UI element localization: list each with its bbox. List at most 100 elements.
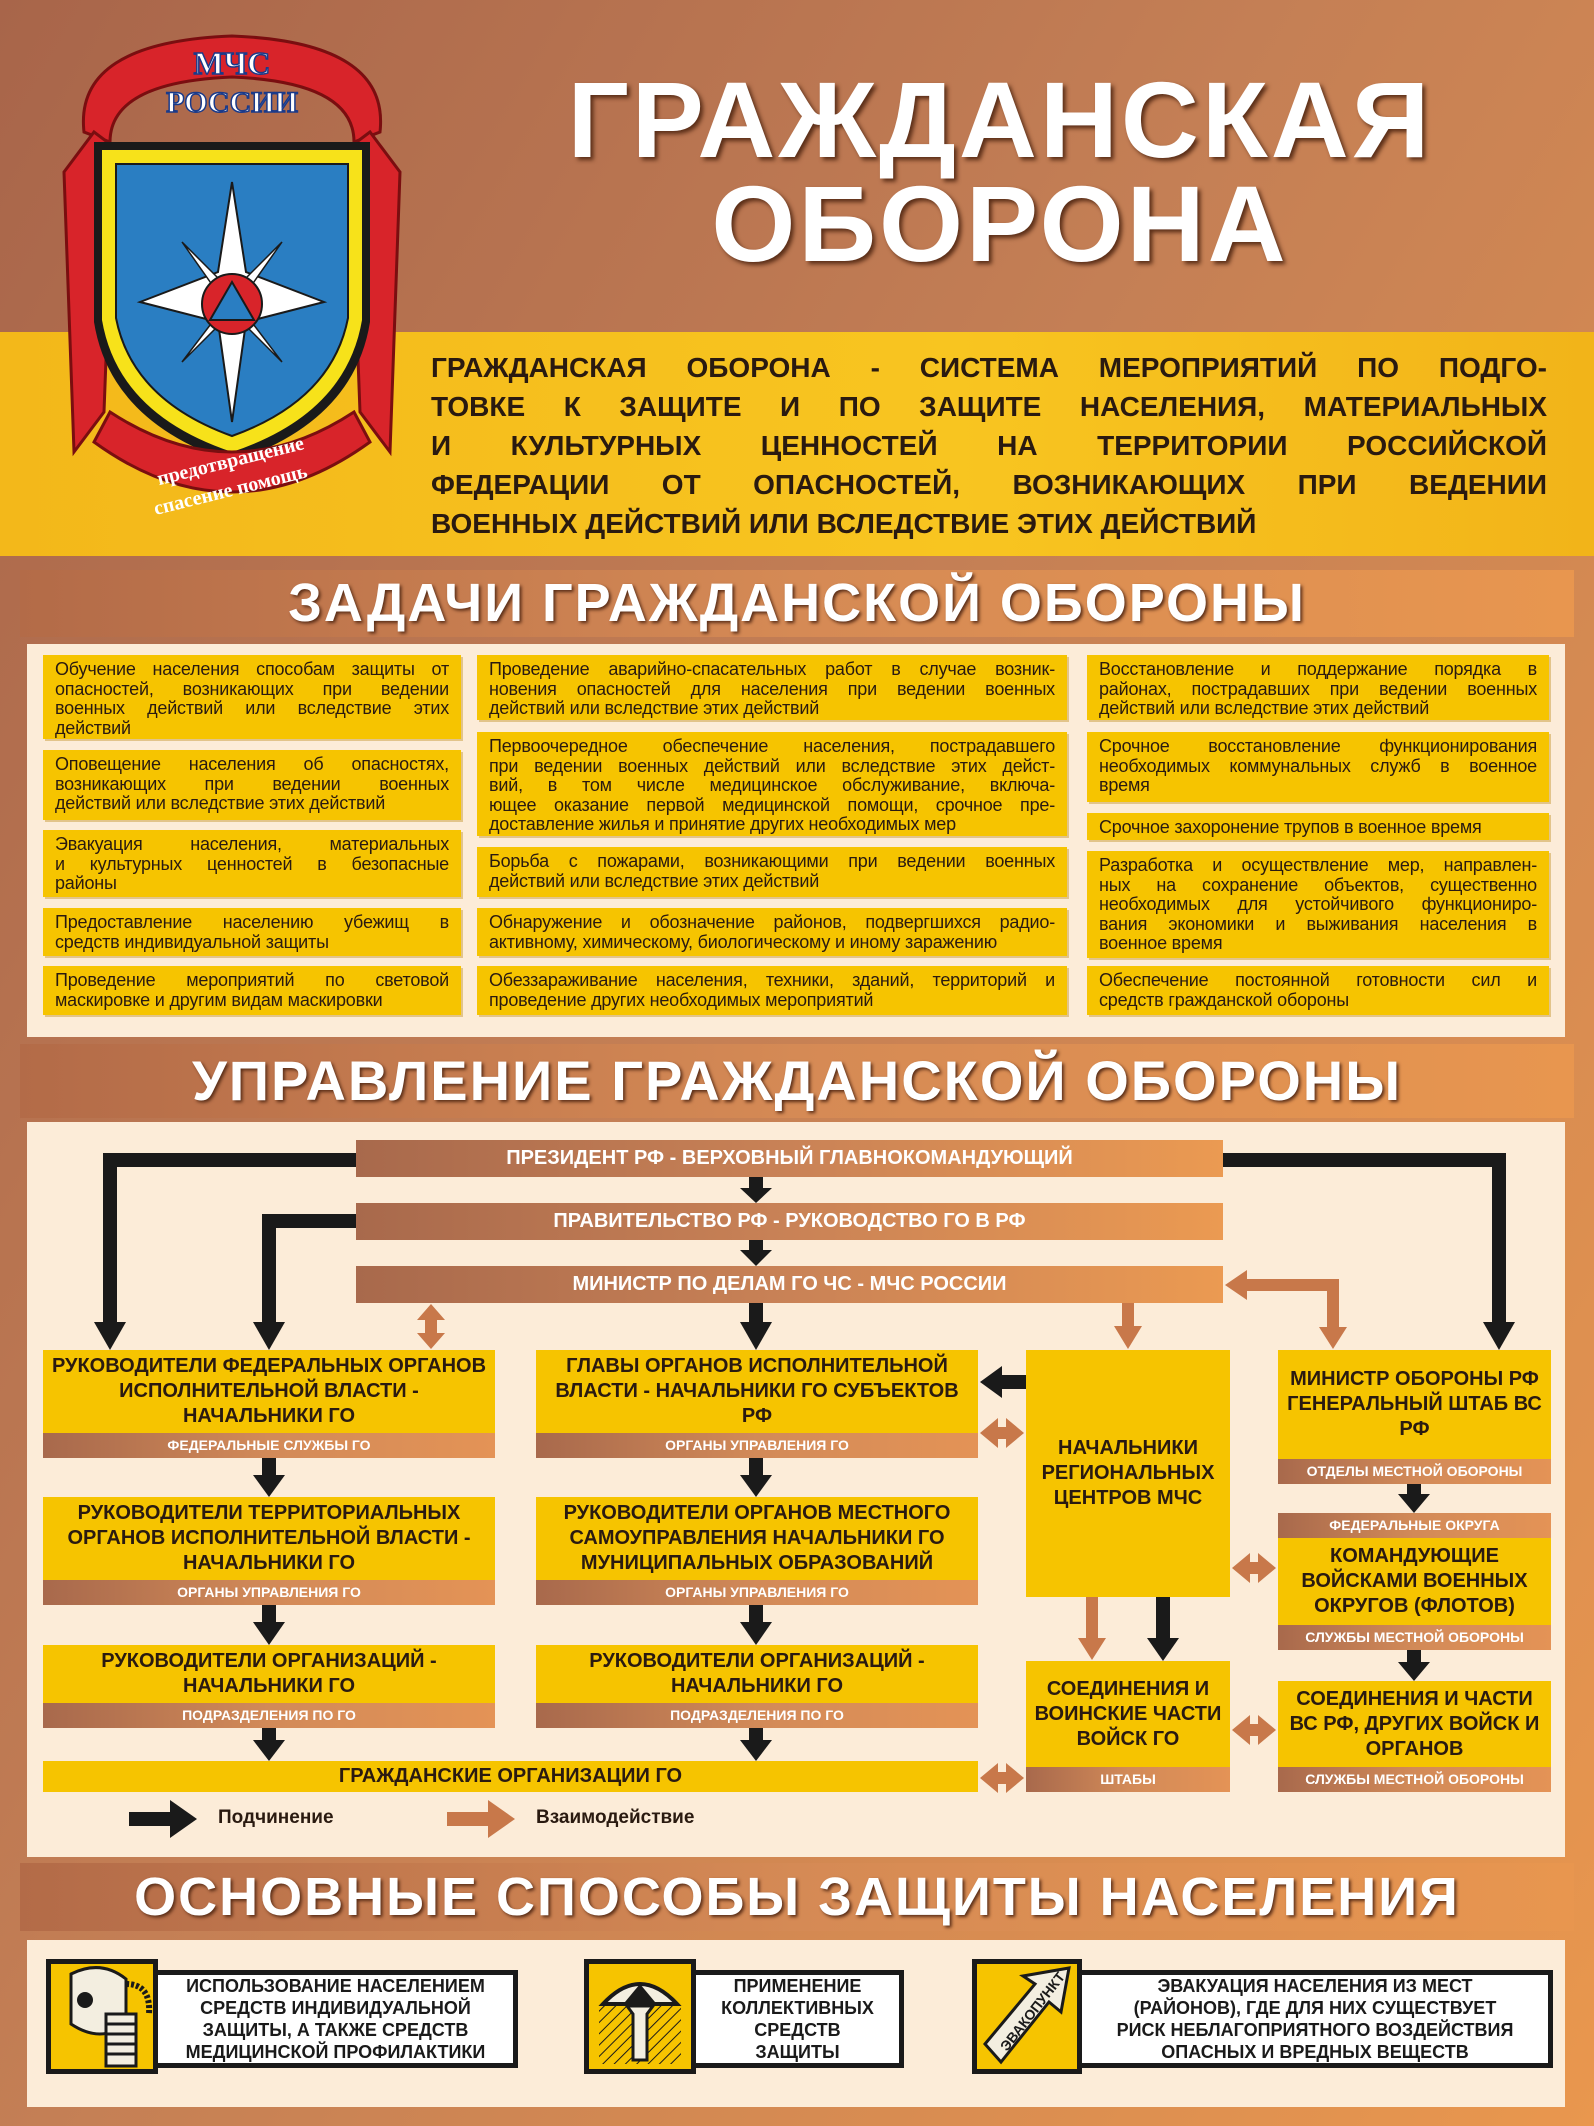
mchs-logo: МЧС РОССИИ предотвращение спасение помощ…	[62, 34, 402, 520]
task-line: необходимых для устойчивого функциониро-	[1099, 894, 1537, 914]
federal-heads-box: РУКОВОДИТЕЛИ ФЕДЕРАЛЬНЫХ ОРГАНОВ ИСПОЛНИ…	[43, 1350, 495, 1458]
definition-line: ТОВКЕ К ЗАЩИТЕ И ПО ЗАЩИТЕ НАСЕЛЕНИЯ, МА…	[431, 391, 1547, 422]
task-line: Обучение населения способам защиты от	[55, 659, 449, 679]
tasks-heading: ЗАДАЧИ ГРАЖДАНСКОЙ ОБОРОНЫ	[20, 570, 1574, 637]
subordination-lines	[103, 1153, 1506, 1744]
legend-interaction-arrow	[447, 1812, 489, 1826]
task-line: возникающих при ведении военных	[55, 773, 449, 794]
logo-text-top-2: РОССИИ	[166, 86, 298, 119]
task-line: время	[1099, 775, 1150, 795]
task-line: доставление жилья и принятие других необ…	[489, 814, 956, 834]
definition-line: ФЕДЕРАЦИИ ОТ ОПАСНОСТЕЙ, ВОЗНИКАЮЩИХ ПРИ…	[431, 469, 1547, 500]
task-line: Срочное захоронение трупов в военное вре…	[1099, 817, 1482, 837]
evacuation-sign-icon: ЭВАКОПУНКТ	[972, 1959, 1082, 2074]
task-line: действий или вследствие этих действий	[489, 698, 820, 718]
task-line: Проведение аварийно-спасательных работ в…	[489, 659, 1055, 679]
protection-heading: ОСНОВНЫЕ СПОСОБЫ ЗАЩИТЫ НАСЕЛЕНИЯ	[20, 1863, 1574, 1931]
gas-mask-icon	[46, 1959, 158, 2074]
page-title-line-1: ГРАЖДАНСКАЯ	[567, 59, 1433, 180]
org-heads-box-left: РУКОВОДИТЕЛИ ОРГАНИЗАЦИЙ - НАЧАЛЬНИКИ ГО…	[43, 1645, 495, 1728]
task-line: Разработка и осуществление мер, направле…	[1099, 855, 1537, 875]
org-heads-box-right: РУКОВОДИТЕЛИ ОРГАНИЗАЦИЙ - НАЧАЛЬНИКИ ГО…	[536, 1645, 978, 1728]
task-line: маскировке и другим видам маскировки	[55, 989, 383, 1010]
task-line: военных действий или вследствие этих	[55, 698, 449, 718]
minister-bar: МИНИСТР ПО ДЕЛАМ ГО ЧС - МЧС РОССИИ	[356, 1266, 1223, 1303]
shelter-icon	[584, 1959, 696, 2074]
task-line: Обнаружение и обозначение районов, подве…	[489, 912, 1055, 932]
municipal-heads-box: РУКОВОДИТЕЛИ ОРГАНОВ МЕСТНОГО САМОУПРАВЛ…	[536, 1497, 978, 1605]
task-line: действий или вследствие этих действий	[1099, 698, 1430, 718]
definition-text: ГРАЖДАНСКАЯ ОБОРОНА - СИСТЕМА МЕРОПРИЯТИ…	[431, 348, 1547, 543]
legend-subordination-label: Подчинение	[218, 1807, 334, 1828]
defense-minister-box: МИНИСТР ОБОРОНЫ РФ ГЕНЕРАЛЬНЫЙ ШТАБ ВС Р…	[1278, 1350, 1551, 1484]
task-item: Первоочередное обеспечение населения, по…	[477, 732, 1067, 836]
task-line: Восстановление и поддержание порядка в	[1099, 659, 1537, 679]
logo-text-top-1: МЧС	[194, 45, 271, 81]
task-line: военное время	[1099, 933, 1223, 953]
armed-forces-units-box: СОЕДИНЕНИЯ И ЧАСТИ ВС РФ, ДРУГИХ ВОЙСК И…	[1278, 1681, 1551, 1792]
legend-subordination-arrow	[129, 1812, 171, 1826]
task-line: Срочное восстановление функционирования	[1099, 736, 1537, 756]
task-line: районах, пострадавших при ведении военны…	[1099, 678, 1537, 699]
task-line: новения опасностей для населения при вед…	[489, 678, 1055, 699]
task-line: средств гражданской обороны	[1099, 989, 1349, 1010]
subject-heads-box: ГЛАВЫ ОРГАНОВ ИСПОЛНИТЕЛЬНОЙ ВЛАСТИ - НА…	[536, 1350, 978, 1458]
task-line: опасностей, возникающих при ведении	[55, 678, 449, 699]
task-item: Проведение аварийно-спасательных работ в…	[477, 655, 1067, 720]
definition-line: И КУЛЬТУРНЫХ ЦЕННОСТЕЙ НА ТЕРРИТОРИИ РОС…	[431, 430, 1547, 461]
task-line: активному, химическому, биологическому и…	[489, 931, 998, 952]
definition-line: ВОЕННЫХ ДЕЙСТВИЙ ИЛИ ВСЛЕДСТВИЕ ЭТИХ ДЕЙ…	[431, 508, 1257, 539]
task-line: Предоставление населению убежищ в	[55, 912, 449, 932]
task-line: проведение других необходимых мероприяти…	[489, 989, 874, 1010]
legend-interaction-label: Взаимодействие	[536, 1807, 695, 1828]
task-item: Оповещение населения об опасностях,возни…	[43, 750, 461, 820]
task-line: ющее оказание первой медицинской помощи,…	[489, 794, 1055, 815]
task-line: действий или вследствие этих действий	[55, 793, 386, 813]
management-heading: УПРАВЛЕНИЕ ГРАЖДАНСКОЙ ОБОРОНЫ	[20, 1044, 1574, 1118]
task-line: вания экономики и выживания населения в	[1099, 913, 1537, 934]
civil-orgs-box: ГРАЖДАНСКИЕ ОРГАНИЗАЦИИ ГО	[43, 1761, 978, 1792]
interaction-arrowheads	[417, 1270, 1347, 1793]
legend-arrows	[129, 1800, 515, 1838]
task-line: районы	[55, 873, 117, 893]
task-line: необходимых коммунальных служб в военное	[1099, 755, 1537, 776]
regional-centers-box: НАЧАЛЬНИКИ РЕГИОНАЛЬНЫХ ЦЕНТРОВ МЧС	[1026, 1350, 1230, 1597]
task-line: действий	[55, 717, 131, 738]
task-line: Обеспечение постоянной готовности сил и	[1099, 970, 1537, 990]
definition-line: ГРАЖДАНСКАЯ ОБОРОНА - СИСТЕМА МЕРОПРИЯТИ…	[431, 352, 1547, 383]
government-bar: ПРАВИТЕЛЬСТВО РФ - РУКОВОДСТВО ГО В РФ	[356, 1203, 1223, 1240]
territorial-heads-box: РУКОВОДИТЕЛИ ТЕРРИТОРИАЛЬНЫХ ОРГАНОВ ИСП…	[43, 1497, 495, 1605]
task-item: Разработка и осуществление мер, направле…	[1087, 851, 1549, 958]
task-line: вий, в том числе медицинское обслуживани…	[489, 775, 1055, 795]
task-line: действий или вследствие этих действий	[489, 870, 820, 891]
task-line: Проведение мероприятий по световой	[55, 970, 449, 990]
task-line: Первоочередное обеспечение населения, по…	[489, 736, 1055, 756]
task-line: Оповещение населения об опасностях,	[55, 754, 449, 774]
task-item: Борьба с пожарами, возникающими при веде…	[477, 847, 1067, 897]
task-line: ных на сохранение объектов, существенно	[1099, 874, 1537, 895]
task-item: Обнаружение и обозначение районов, подве…	[477, 908, 1067, 956]
task-line: средств индивидуальной защиты	[55, 931, 329, 952]
task-line: Эвакуация населения, материальных	[55, 834, 449, 854]
task-item: Обеззараживание населения, техники, здан…	[477, 966, 1067, 1015]
task-line: и культурных ценностей в безопасные	[55, 853, 449, 874]
task-line: Обеззараживание населения, техники, здан…	[489, 970, 1055, 990]
protection-item-3: ЭВАКУАЦИЯ НАСЕЛЕНИЯ ИЗ МЕСТ(РАЙОНОВ), ГД…	[1082, 1970, 1553, 2068]
task-line: Борьба с пожарами, возникающими при веде…	[489, 851, 1055, 871]
subordination-arrowheads	[94, 1188, 1515, 1761]
page-title-line-2: ОБОРОНА	[711, 163, 1289, 284]
president-bar: ПРЕЗИДЕНТ РФ - ВЕРХОВНЫЙ ГЛАВНОКОМАНДУЮЩ…	[356, 1140, 1223, 1177]
task-item: Срочное захоронение трупов в военное вре…	[1087, 813, 1549, 840]
